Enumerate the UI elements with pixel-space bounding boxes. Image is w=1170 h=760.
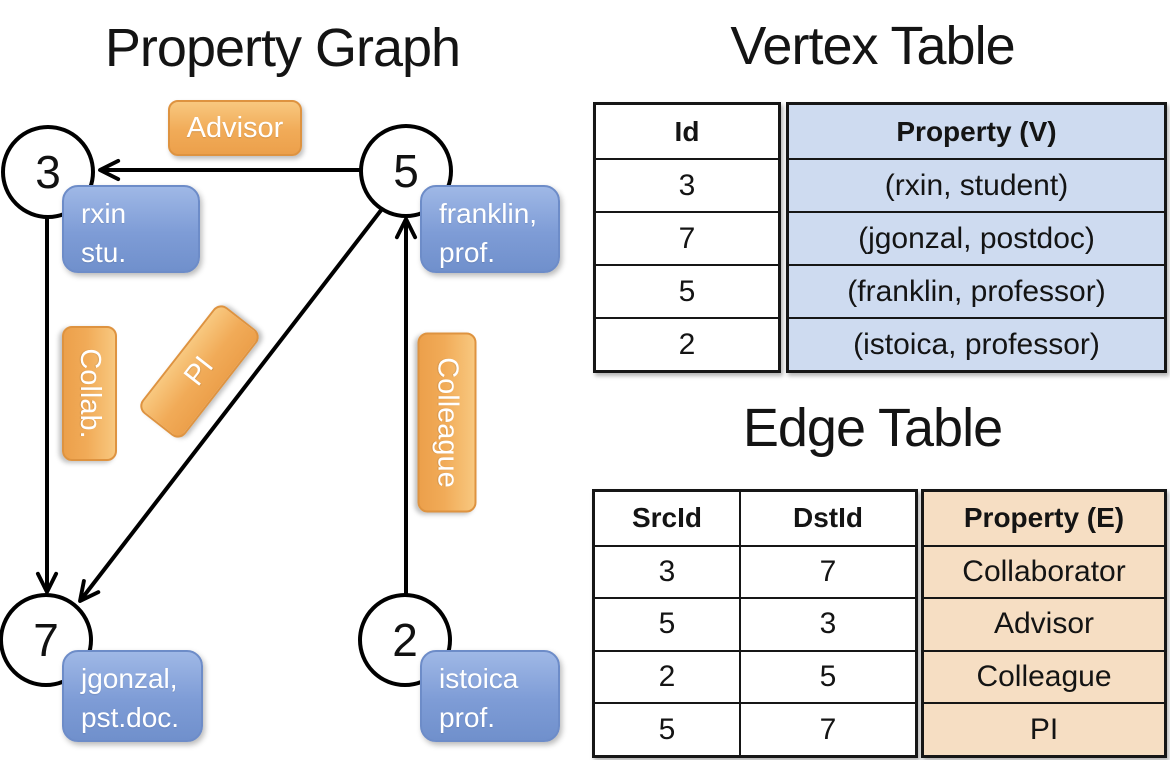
node-2-property-line2: prof. [439, 701, 496, 733]
edge-table-property-cell: Collaborator [924, 544, 1164, 598]
node-2-property-line1: istoica [439, 663, 519, 694]
vertex-table-property-header: Property (V) [896, 115, 1057, 147]
edge-table-srcid-cell: 2 [595, 649, 741, 703]
vertex-table-id-cell: 7 [596, 211, 778, 264]
node-3-property-line1: rxin [81, 198, 127, 229]
edge-label-advisor: Advisor [168, 100, 302, 156]
vertex-table-id-cell: 3 [596, 158, 778, 211]
node-5-property-line2: prof. [439, 236, 496, 268]
vertex-table-property-cell: (jgonzal, postdoc) [789, 211, 1164, 264]
node-7-property-line1: jgonzal, [81, 663, 178, 694]
edge-table-srcid-cell: 5 [595, 597, 741, 650]
edge-table-property-header: Property (E) [963, 502, 1125, 534]
node-7-property-box: jgonzal, pst.doc. [62, 650, 203, 742]
edge-label-collab: Collab. [62, 326, 117, 461]
edge-table-property-cell: Advisor [924, 597, 1164, 650]
property-graph-title: Property Graph [104, 18, 461, 78]
edge-table-id-columns: SrcId DstId 3 7 5 3 2 5 5 7 [592, 489, 918, 758]
vertex-table-property-column: Property (V) (rxin, student) (jgonzal, p… [786, 102, 1167, 373]
edge-5-to-7-pi [78, 207, 384, 603]
vertex-table-property-cell: (rxin, student) [789, 158, 1164, 211]
node-5-property-box: franklin, prof. [420, 185, 560, 273]
vertex-table-id-header: Id [674, 115, 700, 147]
node-2-id: 2 [392, 614, 418, 666]
edge-table-dstid-cell: 5 [741, 649, 915, 703]
edge-table-property-cell: Colleague [924, 649, 1164, 703]
vertex-table-id-column: Id 3 7 5 2 [593, 102, 781, 373]
edge-table-dstid-cell: 7 [741, 544, 915, 598]
edge-table-dstid-header: DstId [793, 502, 863, 534]
node-2-property-box: istoica prof. [420, 650, 560, 742]
node-3-id: 3 [35, 146, 61, 198]
edge-table-title: Edge Table [742, 398, 1003, 458]
vertex-table-id-cell: 5 [596, 264, 778, 317]
edge-table-property-column: Property (E) Collaborator Advisor Collea… [921, 489, 1167, 758]
vertex-table-title: Vertex Table [730, 16, 1015, 76]
node-5-id: 5 [393, 145, 419, 197]
edge-table-dstid-cell: 3 [741, 597, 915, 650]
edge-table-srcid-cell: 3 [595, 544, 741, 598]
edge-table-dstid-cell: 7 [741, 702, 915, 755]
node-7-id: 7 [33, 614, 59, 666]
node-5-property-line1: franklin, [439, 198, 538, 229]
vertex-table-property-cell: (franklin, professor) [789, 264, 1164, 317]
node-3-property-box: rxin stu. [62, 185, 200, 273]
edge-table-srcid-cell: 5 [595, 702, 741, 755]
vertex-table-id-cell: 2 [596, 317, 778, 370]
node-3-property-line2: stu. [81, 236, 127, 268]
vertex-table-property-cell: (istoica, professor) [789, 317, 1164, 370]
node-7-property-line2: pst.doc. [81, 701, 180, 733]
edge-label-colleague: Colleague [417, 332, 477, 513]
edge-table-srcid-header: SrcId [595, 492, 741, 545]
edge-table-property-cell: PI [924, 702, 1164, 755]
